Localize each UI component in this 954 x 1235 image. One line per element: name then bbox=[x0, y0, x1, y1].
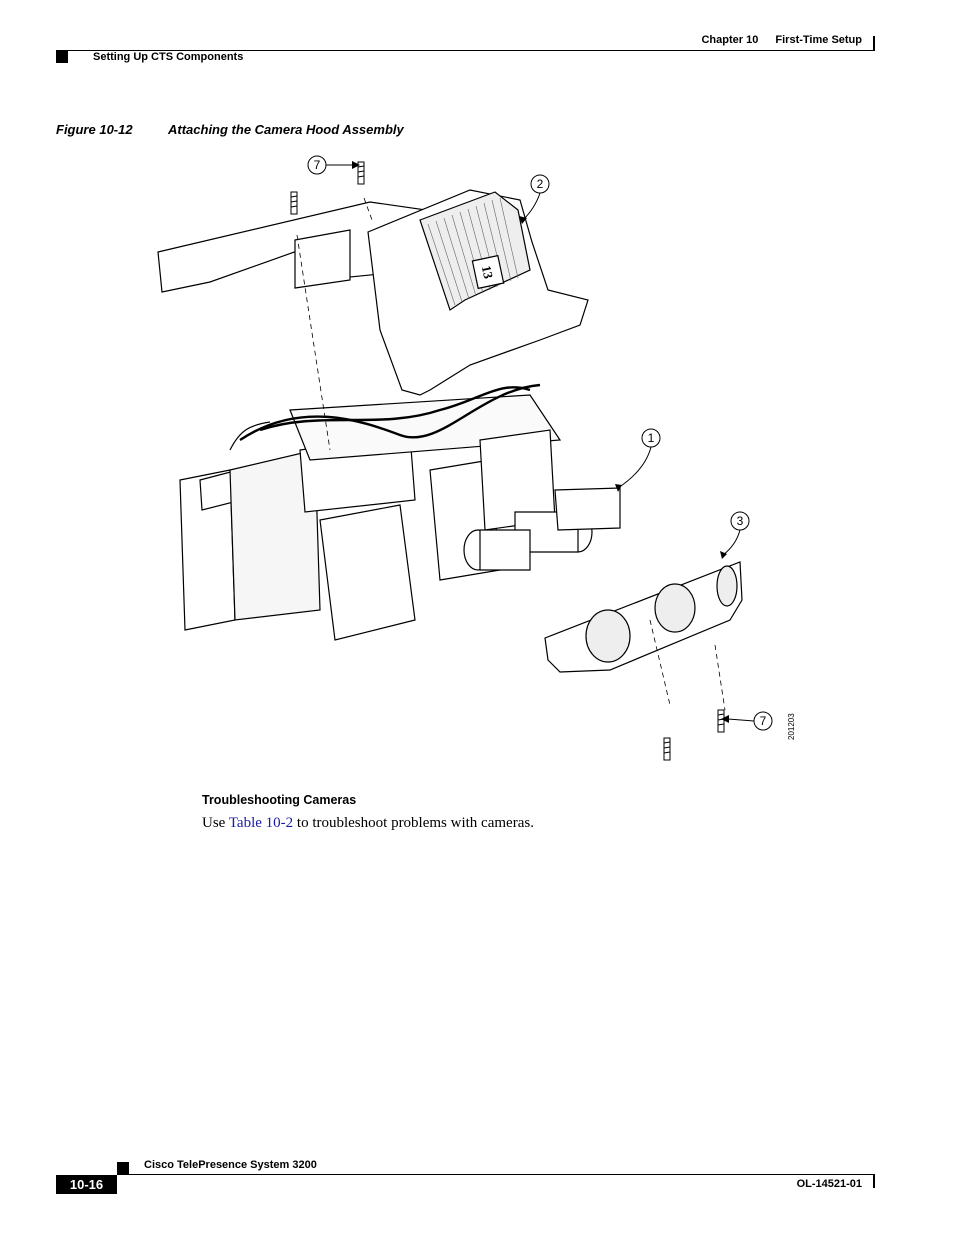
section-body: Use Table 10-2 to troubleshoot problems … bbox=[202, 815, 534, 832]
callout-3-label: 3 bbox=[737, 514, 744, 528]
body-text-end: to troubleshoot problems with cameras. bbox=[293, 815, 534, 831]
guide-line-2 bbox=[363, 197, 373, 221]
screw-bottom-left bbox=[663, 737, 671, 761]
center-mount bbox=[319, 504, 416, 641]
document-id: OL-14521-01 bbox=[796, 1178, 862, 1190]
product-name: Cisco TelePresence System 3200 bbox=[144, 1159, 317, 1171]
header-marker bbox=[56, 51, 68, 63]
bezel-opening-1 bbox=[585, 609, 631, 663]
chapter-title: First-Time Setup bbox=[775, 34, 862, 46]
table-link[interactable]: Table 10-2 bbox=[228, 815, 294, 831]
figure-number: Figure 10-12 bbox=[56, 122, 133, 137]
bezel-opening-2 bbox=[654, 583, 696, 633]
wire-1 bbox=[239, 383, 541, 441]
body-text-start: Use bbox=[202, 815, 229, 831]
running-header: Chapter 10 First-Time Setup bbox=[687, 34, 862, 46]
camera-extension bbox=[554, 487, 621, 531]
screw-top-right bbox=[357, 161, 365, 185]
bezel-opening-3 bbox=[716, 565, 738, 607]
chapter-number: Chapter 10 bbox=[701, 34, 759, 46]
art-id: 201203 bbox=[787, 713, 796, 740]
figure-title: Attaching the Camera Hood Assembly bbox=[168, 122, 404, 137]
hood-label: 13 bbox=[479, 264, 496, 280]
figure-caption: Figure 10-12 Attaching the Camera Hood As… bbox=[56, 122, 404, 137]
guide-line-4 bbox=[714, 644, 726, 711]
guide-line-3 bbox=[649, 619, 671, 706]
footer-marker bbox=[117, 1162, 129, 1174]
callout-7-bottom-label: 7 bbox=[760, 714, 767, 728]
left-mount-face bbox=[229, 449, 321, 621]
callout-1-label: 1 bbox=[648, 431, 655, 445]
footer-tick bbox=[873, 1174, 875, 1188]
guide-line-1 bbox=[296, 234, 331, 451]
front-bezel bbox=[544, 561, 743, 673]
hood-label-box bbox=[471, 254, 505, 290]
camera-hood-illustration: 7 2 1 3 7 13 201203 bbox=[157, 155, 796, 761]
header-tick bbox=[873, 36, 875, 50]
screw-bottom-right bbox=[717, 709, 725, 733]
header-rule bbox=[56, 50, 875, 51]
footer-rule bbox=[117, 1174, 875, 1175]
section-heading: Troubleshooting Cameras bbox=[202, 793, 357, 807]
screw-top-left bbox=[290, 191, 298, 215]
wire-2 bbox=[259, 386, 531, 432]
bracket-block bbox=[294, 229, 351, 289]
callout-2-label: 2 bbox=[537, 177, 544, 191]
section-name: Setting Up CTS Components bbox=[93, 51, 244, 63]
page-number: 10-16 bbox=[56, 1175, 117, 1194]
callout-7-top-label: 7 bbox=[314, 158, 321, 172]
